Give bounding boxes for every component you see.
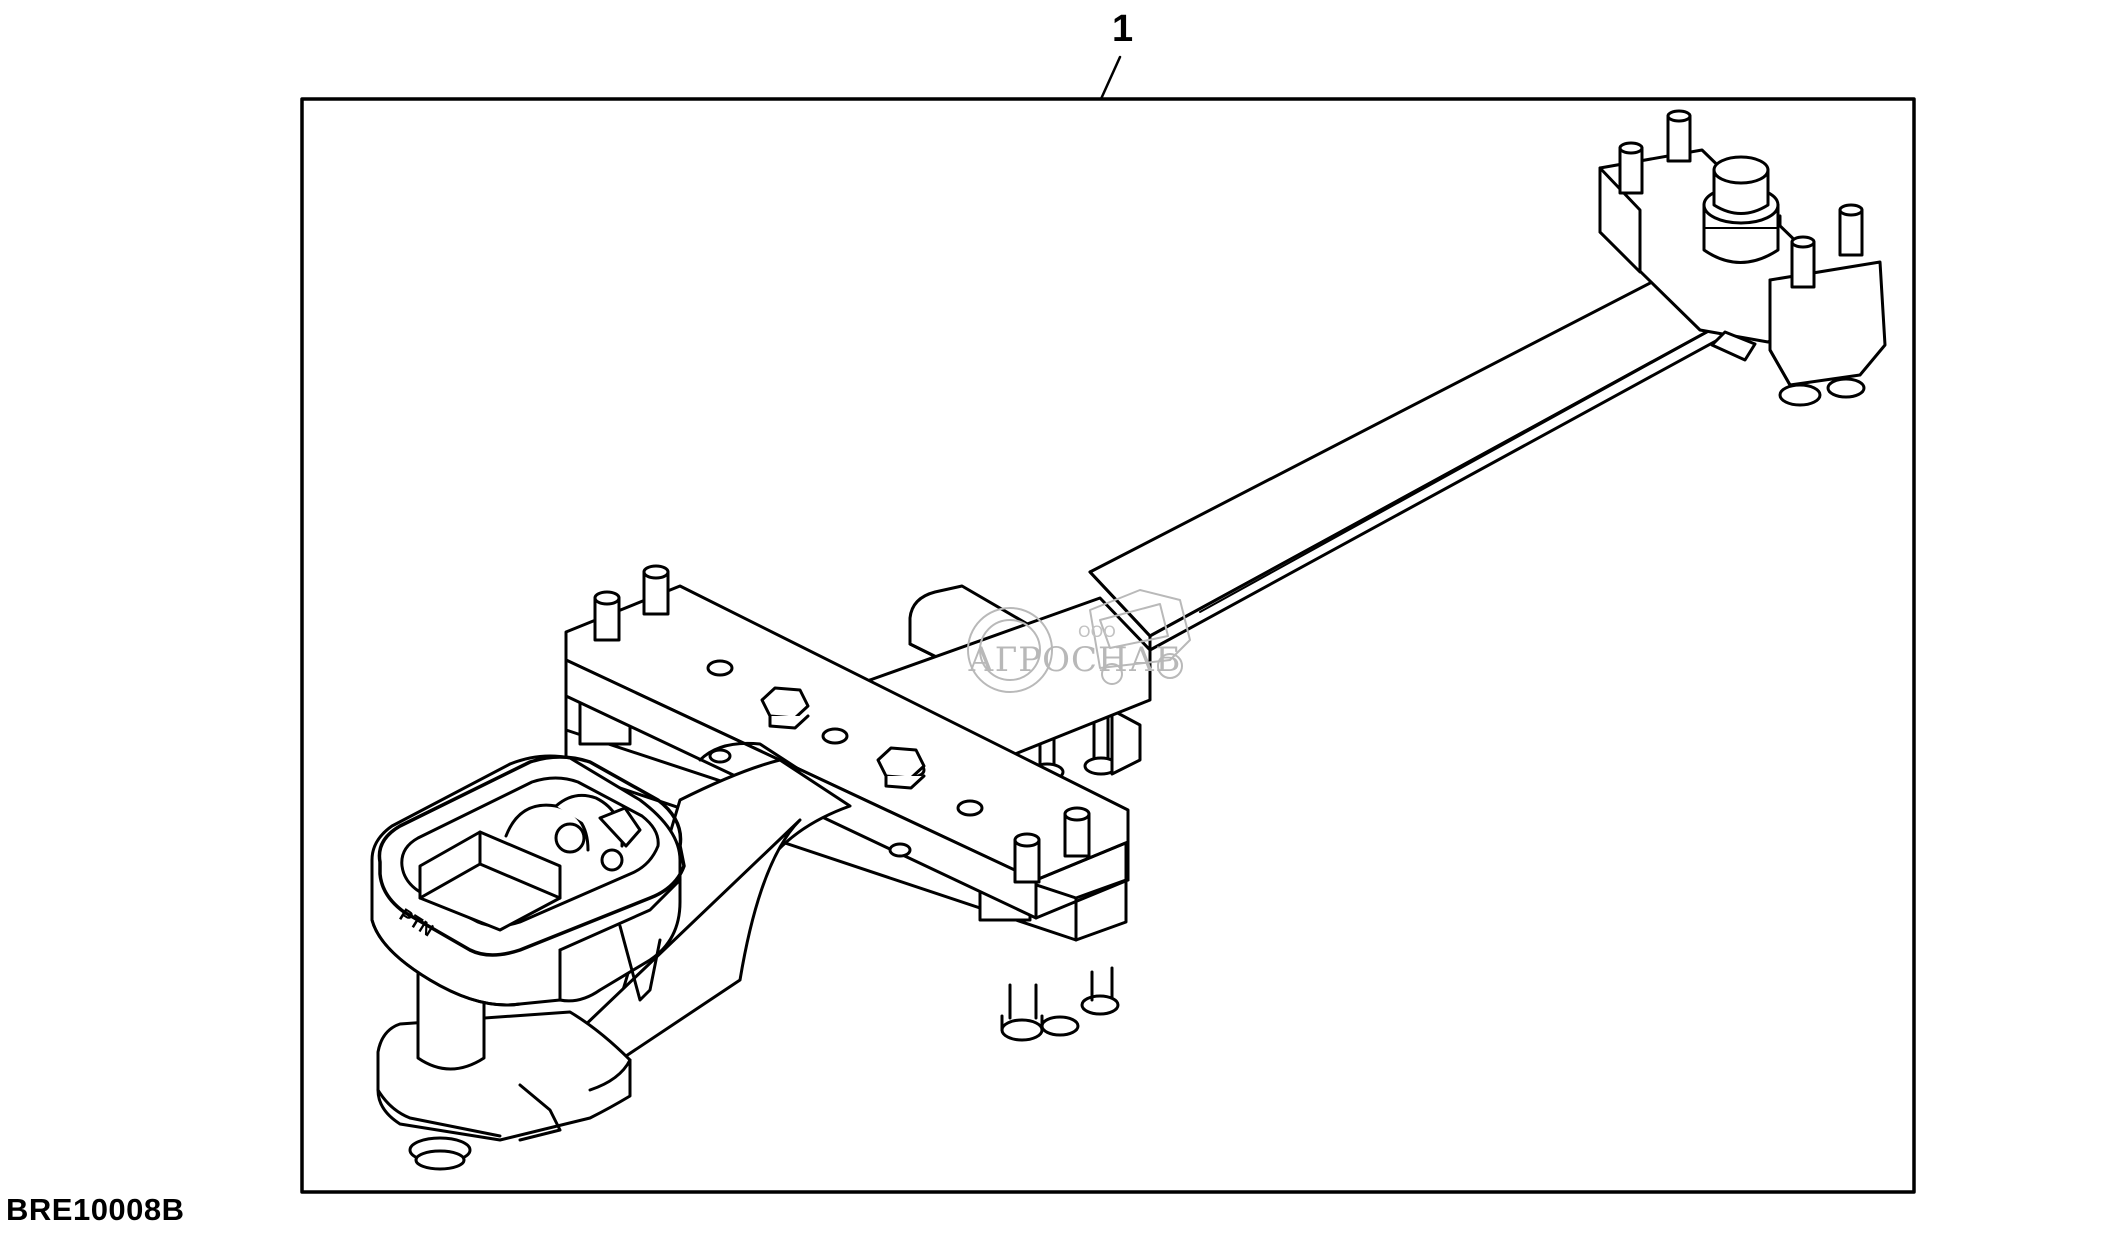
crossbar-holes [706, 659, 984, 858]
hitch-latch-roller [418, 793, 642, 932]
watermark-prefix: ООО [1078, 622, 1116, 641]
front-studs [593, 564, 1091, 884]
callout-leader [1099, 55, 1122, 101]
callout-number: 1 [1112, 8, 1134, 50]
hitch-base-block [376, 1010, 632, 1171]
figure-id-label: BRE10008B [6, 1192, 185, 1227]
watermark-logo [967, 589, 1191, 693]
watermark-brand: АГРОСНАБ [968, 640, 1182, 680]
crossbar-bolts [760, 686, 926, 790]
frame-border [300, 97, 1916, 1194]
rear-mount-bracket [1598, 148, 1887, 407]
rear-studs [1618, 109, 1864, 289]
rear-pivot-pin [1702, 155, 1780, 264]
